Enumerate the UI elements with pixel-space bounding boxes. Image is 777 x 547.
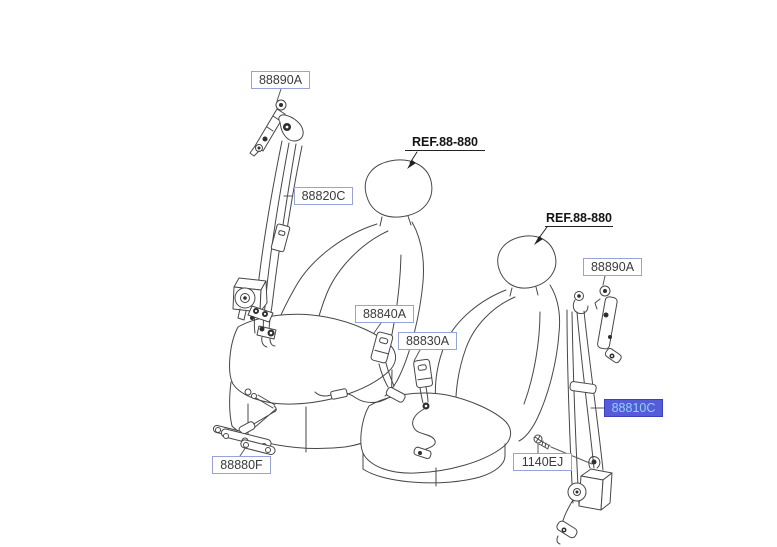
ref-label-right[interactable]: REF.88-880 xyxy=(545,211,613,227)
part-label-88840a[interactable]: 88840A xyxy=(355,305,414,323)
right-belt-assembly xyxy=(556,291,613,545)
anchor-bolt-part xyxy=(533,434,551,450)
ref-arrows xyxy=(407,151,548,245)
center-buckle-part xyxy=(314,331,406,403)
part-label-88880f[interactable]: 88880F xyxy=(212,456,271,474)
floor-rail-part xyxy=(212,388,277,455)
right-seat-drawing xyxy=(360,235,561,487)
right-height-adjuster-part xyxy=(594,285,622,364)
part-label-88890a-right[interactable]: 88890A xyxy=(583,258,642,276)
part-label-88820c[interactable]: 88820C xyxy=(294,187,353,205)
part-label-88810c-highlighted[interactable]: 88810C xyxy=(604,399,663,417)
ref-right-arrowhead xyxy=(534,236,543,245)
part-label-88890a-left[interactable]: 88890A xyxy=(251,71,310,89)
left-belt-assembly xyxy=(232,114,304,348)
part-label-1140ej[interactable]: 1140EJ xyxy=(513,453,572,471)
left-height-adjuster-part xyxy=(249,99,287,157)
ref-label-left[interactable]: REF.88-880 xyxy=(405,135,485,151)
right-buckle-part xyxy=(412,358,436,459)
ref-left-arrowhead xyxy=(407,160,416,169)
part-label-88830a[interactable]: 88830A xyxy=(398,332,457,350)
